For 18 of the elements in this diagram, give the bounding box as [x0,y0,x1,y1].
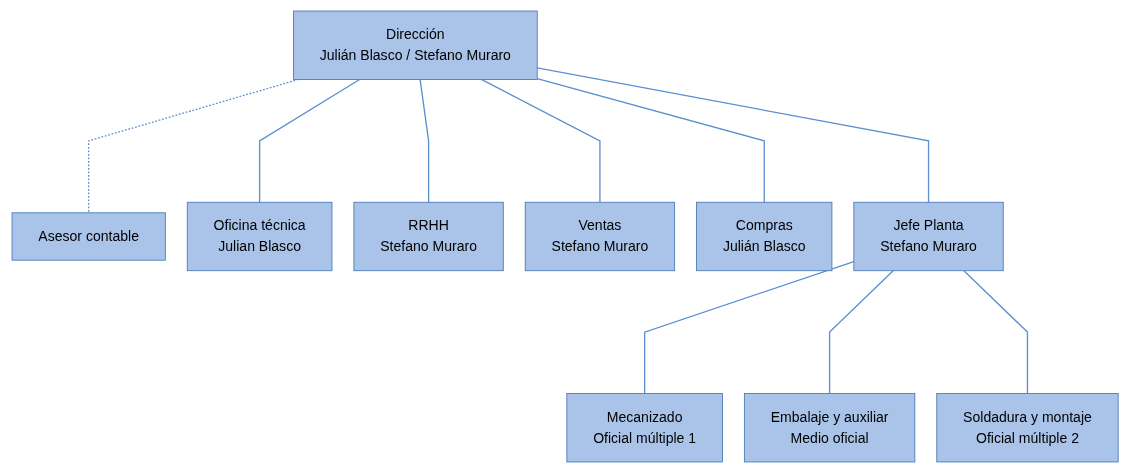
connector [536,67,930,203]
connector [419,78,430,203]
connector [480,78,601,203]
node-box: Mecanizado Oficial múltiple 1 [566,393,723,463]
connector [643,261,855,395]
node-box: Soldadura y montaje Oficial múltiple 2 [936,393,1119,463]
node-box: Jefe Planta Stefano Muraro [853,201,1004,272]
node-box: Embalaje y auxiliar Medio oficial [743,393,916,463]
connector [258,78,361,203]
node-box: Oficina técnica Julian Blasco [186,201,333,272]
node-box: Ventas Stefano Muraro [524,201,675,272]
connector [963,270,1028,395]
connector [536,78,765,203]
connector [828,270,894,395]
node-box: Dirección Julián Blasco / Stefano Muraro [292,10,538,80]
node-box: Compras Julián Blasco [696,201,833,272]
node-box: Asesor contable [11,212,166,261]
node-box: RRHH Stefano Muraro [353,201,504,272]
